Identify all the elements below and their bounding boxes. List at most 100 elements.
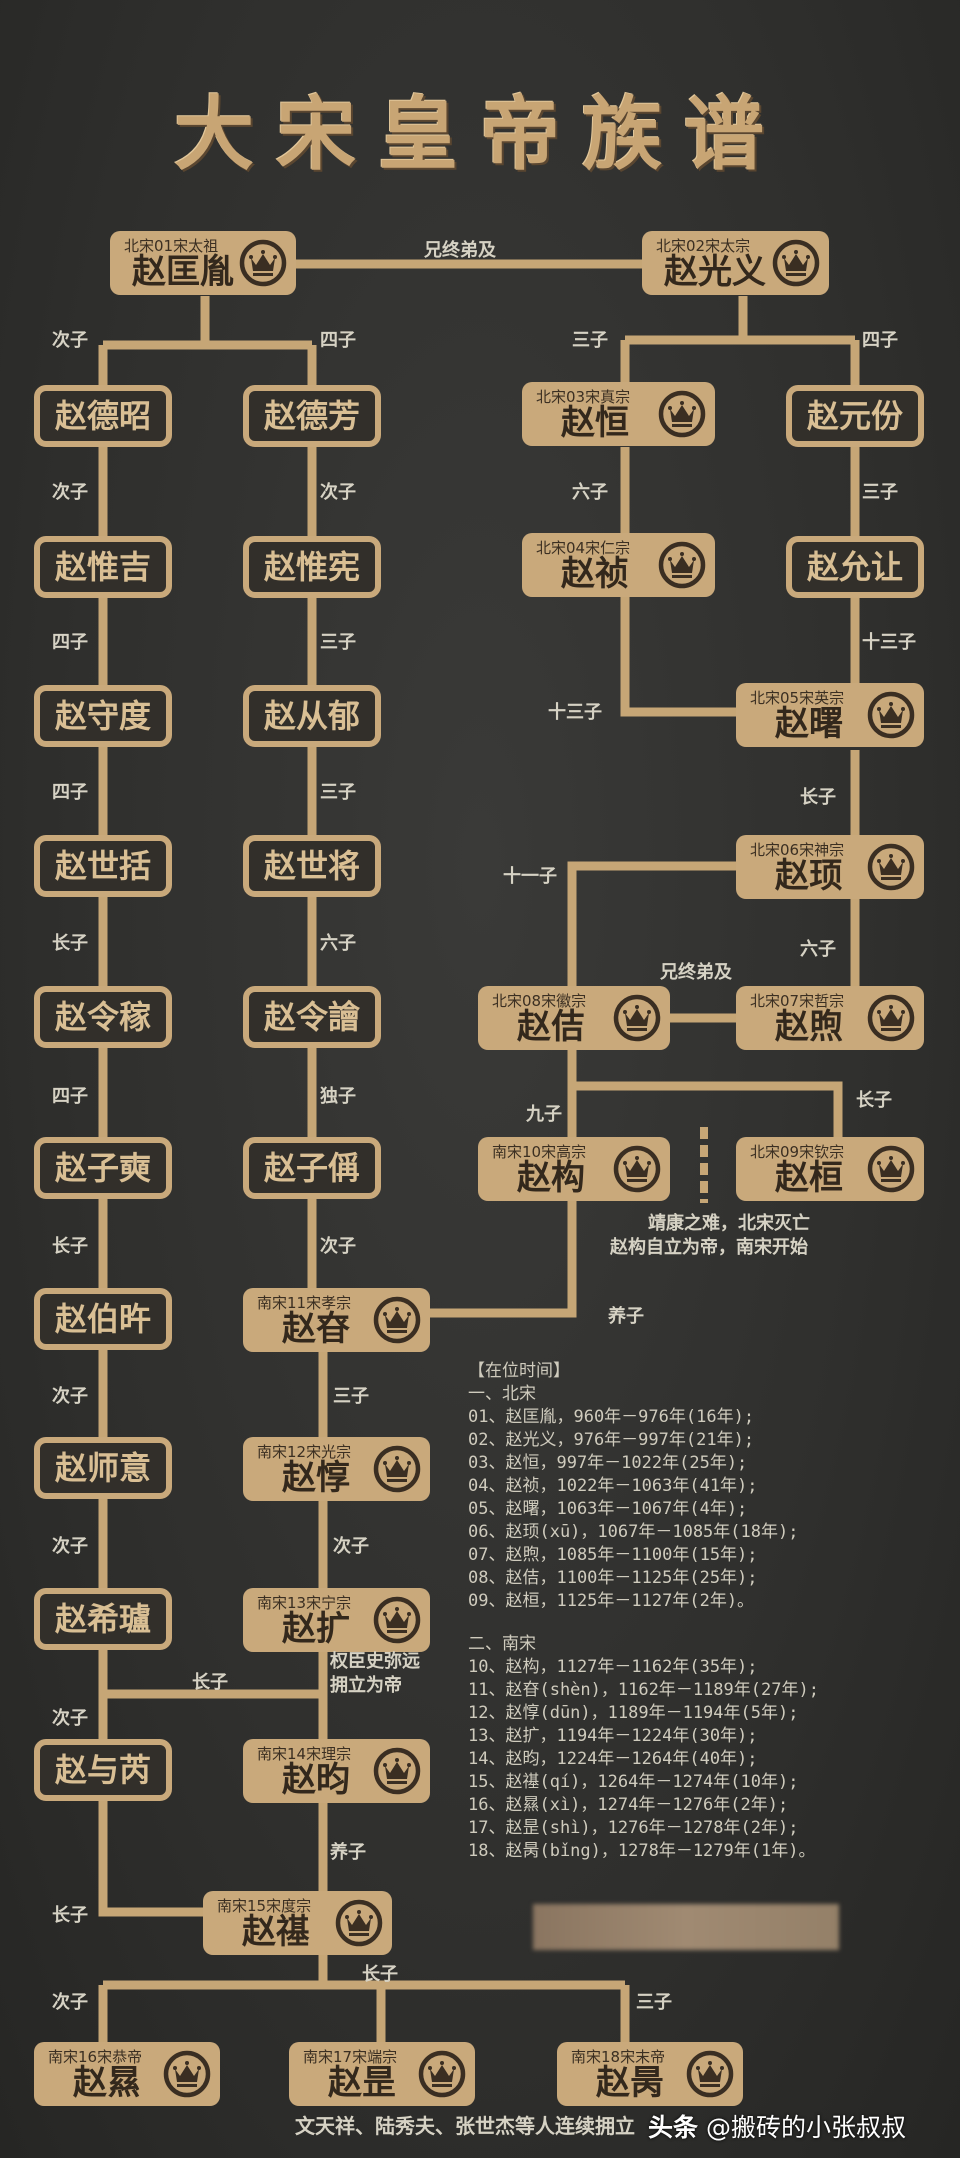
connector (620, 296, 860, 683)
emperor-title: 南宋18宋末帝 (571, 2048, 666, 2066)
ancestor-node[interactable]: 赵子偁 (243, 1137, 381, 1199)
relation-label: 养子 (330, 1842, 366, 1863)
connector (98, 296, 317, 385)
emperor-title: 南宋15宋度宗 (217, 1897, 312, 1915)
relation-label: 九子 (526, 1104, 562, 1125)
relation-label: 六子 (320, 933, 356, 954)
reign-item: 15、赵禥(qí)，1264年－1274年(10年); (468, 1772, 799, 1792)
relation-label: 长子 (52, 1236, 88, 1257)
reign-section-title: 一、北宋 (468, 1384, 536, 1404)
ancestor-node[interactable]: 赵守度 (34, 685, 172, 747)
emperor-node-04[interactable]: 北宋04宋仁宗赵祯 (522, 533, 715, 597)
ancestor-node[interactable]: 赵惟宪 (243, 536, 381, 598)
relation-label: 长子 (52, 1905, 88, 1926)
ancestor-node[interactable]: 赵令稼 (34, 986, 172, 1048)
crown-icon (612, 993, 662, 1043)
ancestor-node[interactable]: 赵从郁 (243, 685, 381, 747)
ancestor-node[interactable]: 赵令譮 (243, 986, 381, 1048)
reign-section-title: 二、南宋 (468, 1634, 536, 1654)
ancestor-node[interactable]: 赵德芳 (243, 385, 381, 447)
reign-item: 11、赵昚(shèn)，1162年－1189年(27年); (468, 1680, 819, 1700)
emperor-node-07[interactable]: 北宋07宋哲宗赵煦 (736, 986, 924, 1050)
ancestor-node[interactable]: 赵德昭 (34, 385, 172, 447)
emperor-name: 赵昺 (596, 2063, 664, 2103)
watermark: 头条 @搬砖的小张叔叔 (648, 2108, 906, 2144)
relation-label: 十一子 (503, 866, 557, 887)
relation-label: 三子 (636, 1992, 672, 2013)
emperor-name: 赵惇 (282, 1458, 350, 1498)
connector (572, 1081, 843, 1137)
emperor-name: 赵桓 (775, 1158, 843, 1198)
reign-item: 07、赵煦，1085年－1100年(15年); (468, 1545, 758, 1565)
reign-item: 12、赵惇(dūn)，1189年－1194年(5年); (468, 1703, 799, 1723)
emperor-title: 南宋17宋端宗 (303, 2048, 398, 2066)
emperor-node-14[interactable]: 南宋14宋理宗赵昀 (243, 1739, 430, 1803)
relation-label: 六子 (572, 482, 608, 503)
relation-label: 次子 (320, 482, 356, 503)
crown-icon (417, 2049, 467, 2099)
emperor-title: 南宋13宋宁宗 (257, 1594, 352, 1612)
ancestor-node[interactable]: 赵希瓐 (34, 1588, 172, 1650)
emperor-node-09[interactable]: 北宋09宋钦宗赵桓 (736, 1137, 924, 1201)
emperor-title: 北宋05宋英宗 (750, 689, 845, 707)
emperor-node-10[interactable]: 南宋10宋高宗赵构 (478, 1137, 670, 1201)
blurred-region (533, 1904, 839, 1950)
ancestor-node[interactable]: 赵世将 (243, 835, 381, 897)
emperor-node-02[interactable]: 北宋02宋太宗赵光义 (642, 231, 829, 295)
page-title: 大宋皇帝族谱 (174, 88, 786, 181)
emperor-title: 南宋14宋理宗 (257, 1745, 352, 1763)
emperor-title: 北宋03宋真宗 (536, 388, 631, 406)
emperor-node-13[interactable]: 南宋13宋宁宗赵扩 (243, 1588, 430, 1652)
ancestor-node[interactable]: 赵元份 (786, 385, 924, 447)
reign-item: 03、赵恒，997年－1022年(25年); (468, 1453, 748, 1473)
reign-item: 08、赵佶，1100年－1125年(25年); (468, 1568, 758, 1588)
emperor-node-15[interactable]: 南宋15宋度宗赵禥 (203, 1891, 392, 1955)
emperor-title: 南宋10宋高宗 (492, 1143, 587, 1161)
ancestor-node[interactable]: 赵伯旿 (34, 1288, 172, 1350)
relation-label: 独子 (320, 1086, 356, 1107)
emperor-name: 赵禥 (242, 1912, 310, 1952)
emperor-title: 南宋11宋孝宗 (257, 1294, 352, 1312)
crown-icon (866, 993, 916, 1043)
ancestor-node[interactable]: 赵与芮 (34, 1739, 172, 1801)
relation-label: 次子 (52, 1992, 88, 2013)
reign-item: 14、赵昀，1224年－1264年(40年); (468, 1749, 758, 1769)
emperor-node-16[interactable]: 南宋16宋恭帝赵㬎 (34, 2042, 220, 2106)
crown-icon (657, 389, 707, 439)
emperor-node-17[interactable]: 南宋17宋端宗赵昰 (289, 2042, 475, 2106)
ancestor-node[interactable]: 赵子奭 (34, 1137, 172, 1199)
relation-label: 四子 (320, 330, 356, 351)
relation-label: 长子 (52, 933, 88, 954)
note-line: 靖康之难，北宋灭亡 (648, 1213, 810, 1234)
emperor-title: 南宋12宋光宗 (257, 1443, 352, 1461)
relation-label: 三子 (320, 632, 356, 653)
emperor-node-11[interactable]: 南宋11宋孝宗赵昚 (243, 1288, 430, 1352)
ancestor-node[interactable]: 赵惟吉 (34, 536, 172, 598)
relation-label: 三子 (320, 782, 356, 803)
ancestor-node[interactable]: 赵世括 (34, 835, 172, 897)
emperor-node-05[interactable]: 北宋05宋英宗赵曙 (736, 683, 924, 747)
ancestor-node[interactable]: 赵师意 (34, 1437, 172, 1499)
emperor-node-03[interactable]: 北宋03宋真宗赵恒 (522, 382, 715, 446)
emperor-node-18[interactable]: 南宋18宋末帝赵昺 (557, 2042, 743, 2106)
note-line: 权臣史弥远 (330, 1651, 420, 1672)
crown-icon (866, 842, 916, 892)
emperor-node-08[interactable]: 北宋08宋徽宗赵佶 (478, 986, 670, 1050)
emperor-node-01[interactable]: 北宋01宋太祖赵匡胤 (110, 231, 296, 295)
crown-icon (372, 1444, 422, 1494)
ancestor-node[interactable]: 赵允让 (786, 536, 924, 598)
emperor-name: 赵构 (517, 1158, 585, 1198)
reign-item: 16、赵㬎(xì)，1274年－1276年(2年); (468, 1795, 789, 1815)
emperor-node-12[interactable]: 南宋12宋光宗赵惇 (243, 1437, 430, 1501)
emperor-name: 赵祯 (561, 554, 629, 594)
emperor-node-06[interactable]: 北宋06宋神宗赵顼 (736, 835, 924, 899)
emperor-title: 北宋06宋神宗 (750, 841, 845, 859)
emperor-title: 北宋07宋哲宗 (750, 992, 845, 1010)
emperor-name: 赵曙 (775, 704, 843, 744)
relation-label: 次子 (52, 482, 88, 503)
relation-label: 次子 (52, 1536, 88, 1557)
emperor-name: 赵昚 (282, 1309, 350, 1349)
relation-label: 十三子 (862, 632, 916, 653)
relation-label: 六子 (800, 939, 836, 960)
note-line: 拥立为帝 (330, 1675, 402, 1696)
